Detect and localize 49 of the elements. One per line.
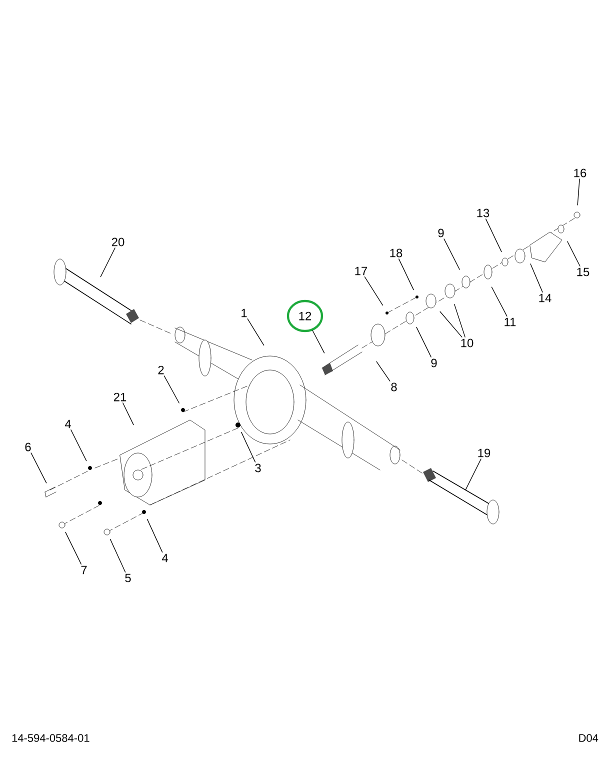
callout-number: 18 xyxy=(390,248,402,258)
leader-line xyxy=(376,361,390,382)
callout-number: 12 xyxy=(286,300,324,332)
leader-line xyxy=(567,241,580,266)
leader-line xyxy=(530,264,543,293)
leader-line xyxy=(416,326,432,358)
leader-line xyxy=(444,238,460,270)
leader-line xyxy=(110,538,126,572)
callout-number: 21 xyxy=(114,392,126,402)
callout-number: 20 xyxy=(112,238,124,246)
callout-number: 17 xyxy=(355,266,368,276)
callout-number: 3 xyxy=(255,464,261,472)
leader-line xyxy=(146,518,163,553)
callout-number: 11 xyxy=(504,318,516,326)
leader-line xyxy=(241,432,256,462)
leader-line xyxy=(247,318,264,346)
callout-number: 9 xyxy=(438,228,444,238)
callout-number: 10 xyxy=(461,338,474,348)
leader-line xyxy=(164,376,180,404)
callout-number: 5 xyxy=(125,574,131,582)
callout-number: 1 xyxy=(242,308,247,318)
leader-line xyxy=(465,458,482,490)
leader-line xyxy=(440,311,462,338)
drawing-number: 14-594-0584-01 xyxy=(12,734,90,742)
callout-number: 8 xyxy=(391,382,397,392)
callout-number: 15 xyxy=(577,268,590,276)
callout-number: 19 xyxy=(478,448,490,458)
leader-line xyxy=(30,452,47,484)
leader-line xyxy=(485,218,502,252)
leader-line xyxy=(454,304,466,338)
leader-line xyxy=(100,248,116,278)
callout-number: 6 xyxy=(25,442,31,452)
callout-number: 4 xyxy=(64,420,71,428)
leader-line xyxy=(491,286,508,317)
leader-line xyxy=(65,532,82,565)
callout-number: 2 xyxy=(158,366,164,374)
leader-line xyxy=(70,429,87,462)
callout-number: 7 xyxy=(81,566,87,574)
drawing-number: D04 xyxy=(579,734,598,742)
callout-number: 9 xyxy=(431,358,437,368)
callout-number: 4 xyxy=(162,554,168,562)
callout-number: 14 xyxy=(539,294,552,302)
leader-line xyxy=(398,258,414,290)
leader-line xyxy=(122,402,134,426)
callout-number: 16 xyxy=(574,168,586,178)
leader-line xyxy=(364,276,384,306)
leader-line xyxy=(312,330,325,354)
leader-line xyxy=(577,178,580,206)
callout-number: 13 xyxy=(477,208,490,218)
